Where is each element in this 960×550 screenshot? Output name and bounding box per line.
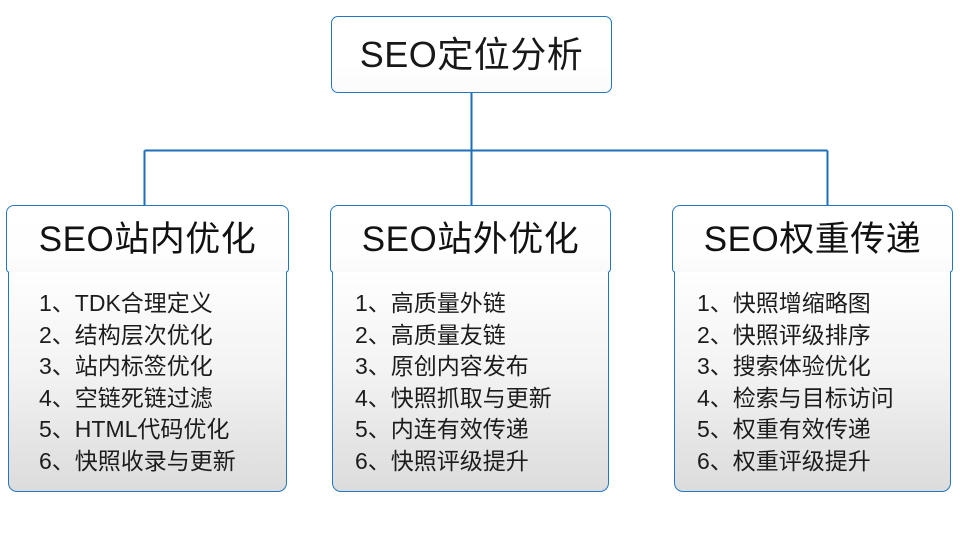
branch-header-label: SEO站外优化 xyxy=(361,219,580,259)
list-item: 5、HTML代码优化 xyxy=(39,416,230,442)
branch-header-label: SEO站内优化 xyxy=(38,219,257,259)
list-item: 6、快照收录与更新 xyxy=(39,447,236,474)
branch-header-weight-transfer[interactable]: SEO权重传递 xyxy=(672,205,953,273)
root-node-label: SEO定位分析 xyxy=(359,33,584,75)
branch-header-off-site[interactable]: SEO站外优化 xyxy=(330,205,611,273)
list-item: 5、内连有效传递 xyxy=(355,416,529,442)
branch-column-on-site: SEO站内优化 1、TDK合理定义 2、结构层次优化 3、站内标签优化 4、空链… xyxy=(6,205,289,492)
list-item: 1、快照增缩略图 xyxy=(697,290,871,316)
list-item: 5、权重有效传递 xyxy=(697,416,871,442)
list-item: 2、结构层次优化 xyxy=(39,321,213,348)
list-item: 2、快照评级排序 xyxy=(697,321,871,348)
branch-items-on-site: 1、TDK合理定义 2、结构层次优化 3、站内标签优化 4、空链死链过滤 5、H… xyxy=(8,272,287,492)
list-item: 1、高质量外链 xyxy=(355,290,506,316)
branch-header-label: SEO权重传递 xyxy=(703,219,922,259)
list-item: 1、TDK合理定义 xyxy=(39,290,213,316)
list-item: 6、权重评级提升 xyxy=(697,447,871,474)
list-item: 2、高质量友链 xyxy=(355,321,506,348)
branch-items-off-site: 1、高质量外链 2、高质量友链 3、原创内容发布 4、快照抓取与更新 5、内连有… xyxy=(332,272,609,492)
list-item: 3、站内标签优化 xyxy=(39,353,213,379)
branch-items-weight-transfer: 1、快照增缩略图 2、快照评级排序 3、搜索体验优化 4、检索与目标访问 5、权… xyxy=(674,272,951,492)
list-item: 6、快照评级提升 xyxy=(355,447,529,474)
list-item: 4、空链死链过滤 xyxy=(39,384,213,411)
list-item: 4、快照抓取与更新 xyxy=(355,384,552,411)
branch-header-on-site[interactable]: SEO站内优化 xyxy=(6,205,289,273)
list-item: 3、搜索体验优化 xyxy=(697,353,871,379)
list-item: 3、原创内容发布 xyxy=(355,353,529,379)
branch-column-off-site: SEO站外优化 1、高质量外链 2、高质量友链 3、原创内容发布 4、快照抓取与… xyxy=(330,205,611,492)
branch-column-weight-transfer: SEO权重传递 1、快照增缩略图 2、快照评级排序 3、搜索体验优化 4、检索与… xyxy=(672,205,953,492)
list-item: 4、检索与目标访问 xyxy=(697,384,894,411)
root-node[interactable]: SEO定位分析 xyxy=(331,16,612,93)
